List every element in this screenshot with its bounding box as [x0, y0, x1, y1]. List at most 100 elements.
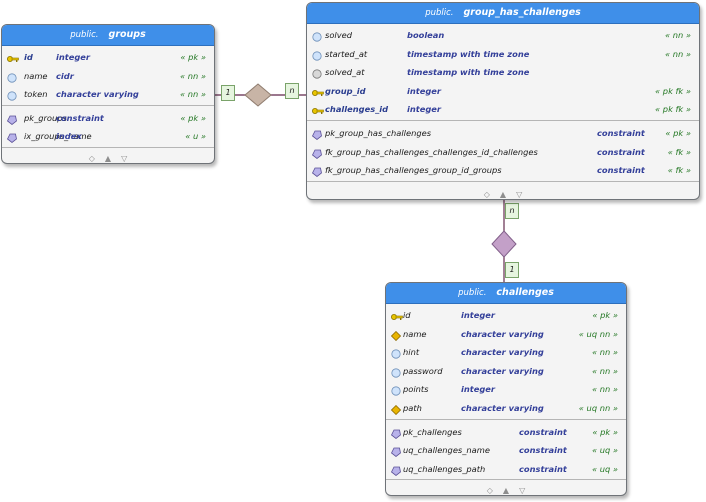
column-name: token [24, 89, 48, 100]
pentagon-icon [311, 128, 322, 140]
table-footer: ◇ ▲ ▽ [386, 478, 626, 495]
expand-up-icon[interactable]: ▲ [499, 190, 507, 199]
pentagon-icon [390, 427, 401, 439]
circle-icon [7, 89, 17, 101]
key-icon [7, 52, 19, 62]
column-type: integer [461, 310, 496, 320]
diamond-icon [390, 329, 402, 341]
schema-label: public. [70, 30, 99, 40]
section-divider [307, 119, 699, 121]
collapse-down-icon[interactable]: ▽ [516, 190, 523, 199]
schema-label: public. [458, 288, 487, 298]
column-name: started_at [325, 48, 368, 59]
constraint-type: constraint [597, 146, 645, 157]
column-tag: « pk » [592, 310, 618, 320]
column-tag: « pk » [180, 112, 206, 123]
pentagon-icon [390, 464, 401, 476]
pentagon-icon [6, 131, 17, 144]
column-name: solved_at [325, 67, 365, 78]
column-tag: « uq » [591, 463, 618, 474]
expand-up-icon[interactable]: ▲ [104, 154, 112, 163]
constraint-type: constraint [56, 112, 104, 123]
column-name: path [403, 402, 422, 413]
table-header[interactable]: public. group_has_challenges [307, 3, 699, 24]
expand-up-icon[interactable]: ▲ [502, 486, 510, 495]
circle-icon [7, 71, 17, 83]
collapse-down-icon[interactable]: ▽ [519, 486, 526, 495]
constraint-name: pk_group_has_challenges [325, 127, 432, 138]
toggle-diamond-icon[interactable]: ◇ [483, 190, 490, 199]
constraint-name: pk_groups [24, 112, 67, 123]
constraint-row[interactable]: pk_group_has_challenges constraint « pk » [307, 124, 699, 143]
column-name: group_id [325, 85, 366, 96]
column-type: character varying [461, 328, 544, 339]
group-has-challenges-cardinality-n: n [285, 83, 299, 99]
constraint-name: uq_challenges_name [403, 445, 490, 456]
column-tag: « nn » [664, 30, 691, 40]
column-name: name [24, 70, 48, 81]
table-header[interactable]: public. challenges [386, 283, 626, 304]
column-type: character varying [56, 89, 139, 100]
column-type: integer [407, 104, 442, 115]
circle-icon [391, 347, 401, 359]
column-row[interactable]: challenges_id integer « pk fk » [307, 100, 699, 119]
column-type: integer [56, 52, 91, 62]
column-type: integer [407, 85, 442, 96]
column-type: character varying [461, 365, 544, 376]
table-challenges[interactable]: public. challenges id integer « pk » name cha… [385, 282, 627, 496]
column-name: hint [403, 347, 420, 358]
group-has-challenges-cardinality-n-bottom: n [505, 203, 519, 219]
column-row[interactable]: id integer « pk » [386, 306, 626, 325]
constraint-type: constraint [519, 463, 567, 474]
column-name: name [403, 328, 427, 339]
table-name: challenges [496, 287, 554, 298]
constraint-row[interactable]: fk_group_has_challenges_challenges_id_ch… [307, 143, 699, 162]
table-name: group_has_challenges [463, 7, 581, 18]
column-tag: « pk » [665, 127, 691, 138]
groups-relation-diamond[interactable] [244, 83, 272, 107]
column-type: timestamp with time zone [407, 48, 530, 59]
groups-cardinality-one: 1 [221, 85, 235, 101]
column-name: id [403, 310, 411, 320]
table-header[interactable]: public.groups [2, 25, 214, 46]
pentagon-icon [6, 113, 17, 125]
gray-circle-icon [312, 67, 322, 79]
constraint-type: constraint [597, 165, 645, 176]
schema-label: public. [425, 8, 454, 18]
circle-icon [391, 384, 401, 396]
column-tag: « pk fk » [655, 104, 691, 115]
column-name: challenges_id [325, 104, 389, 115]
toggle-diamond-icon[interactable]: ◇ [486, 486, 493, 495]
constraint-type: constraint [597, 127, 645, 138]
column-type: boolean [407, 30, 445, 40]
toggle-diamond-icon[interactable]: ◇ [88, 154, 95, 163]
collapse-down-icon[interactable]: ▽ [121, 154, 128, 163]
column-name: password [403, 365, 443, 376]
column-tag: « pk » [592, 426, 618, 437]
challenges-relation-diamond[interactable] [491, 230, 517, 258]
pentagon-icon [390, 445, 401, 458]
